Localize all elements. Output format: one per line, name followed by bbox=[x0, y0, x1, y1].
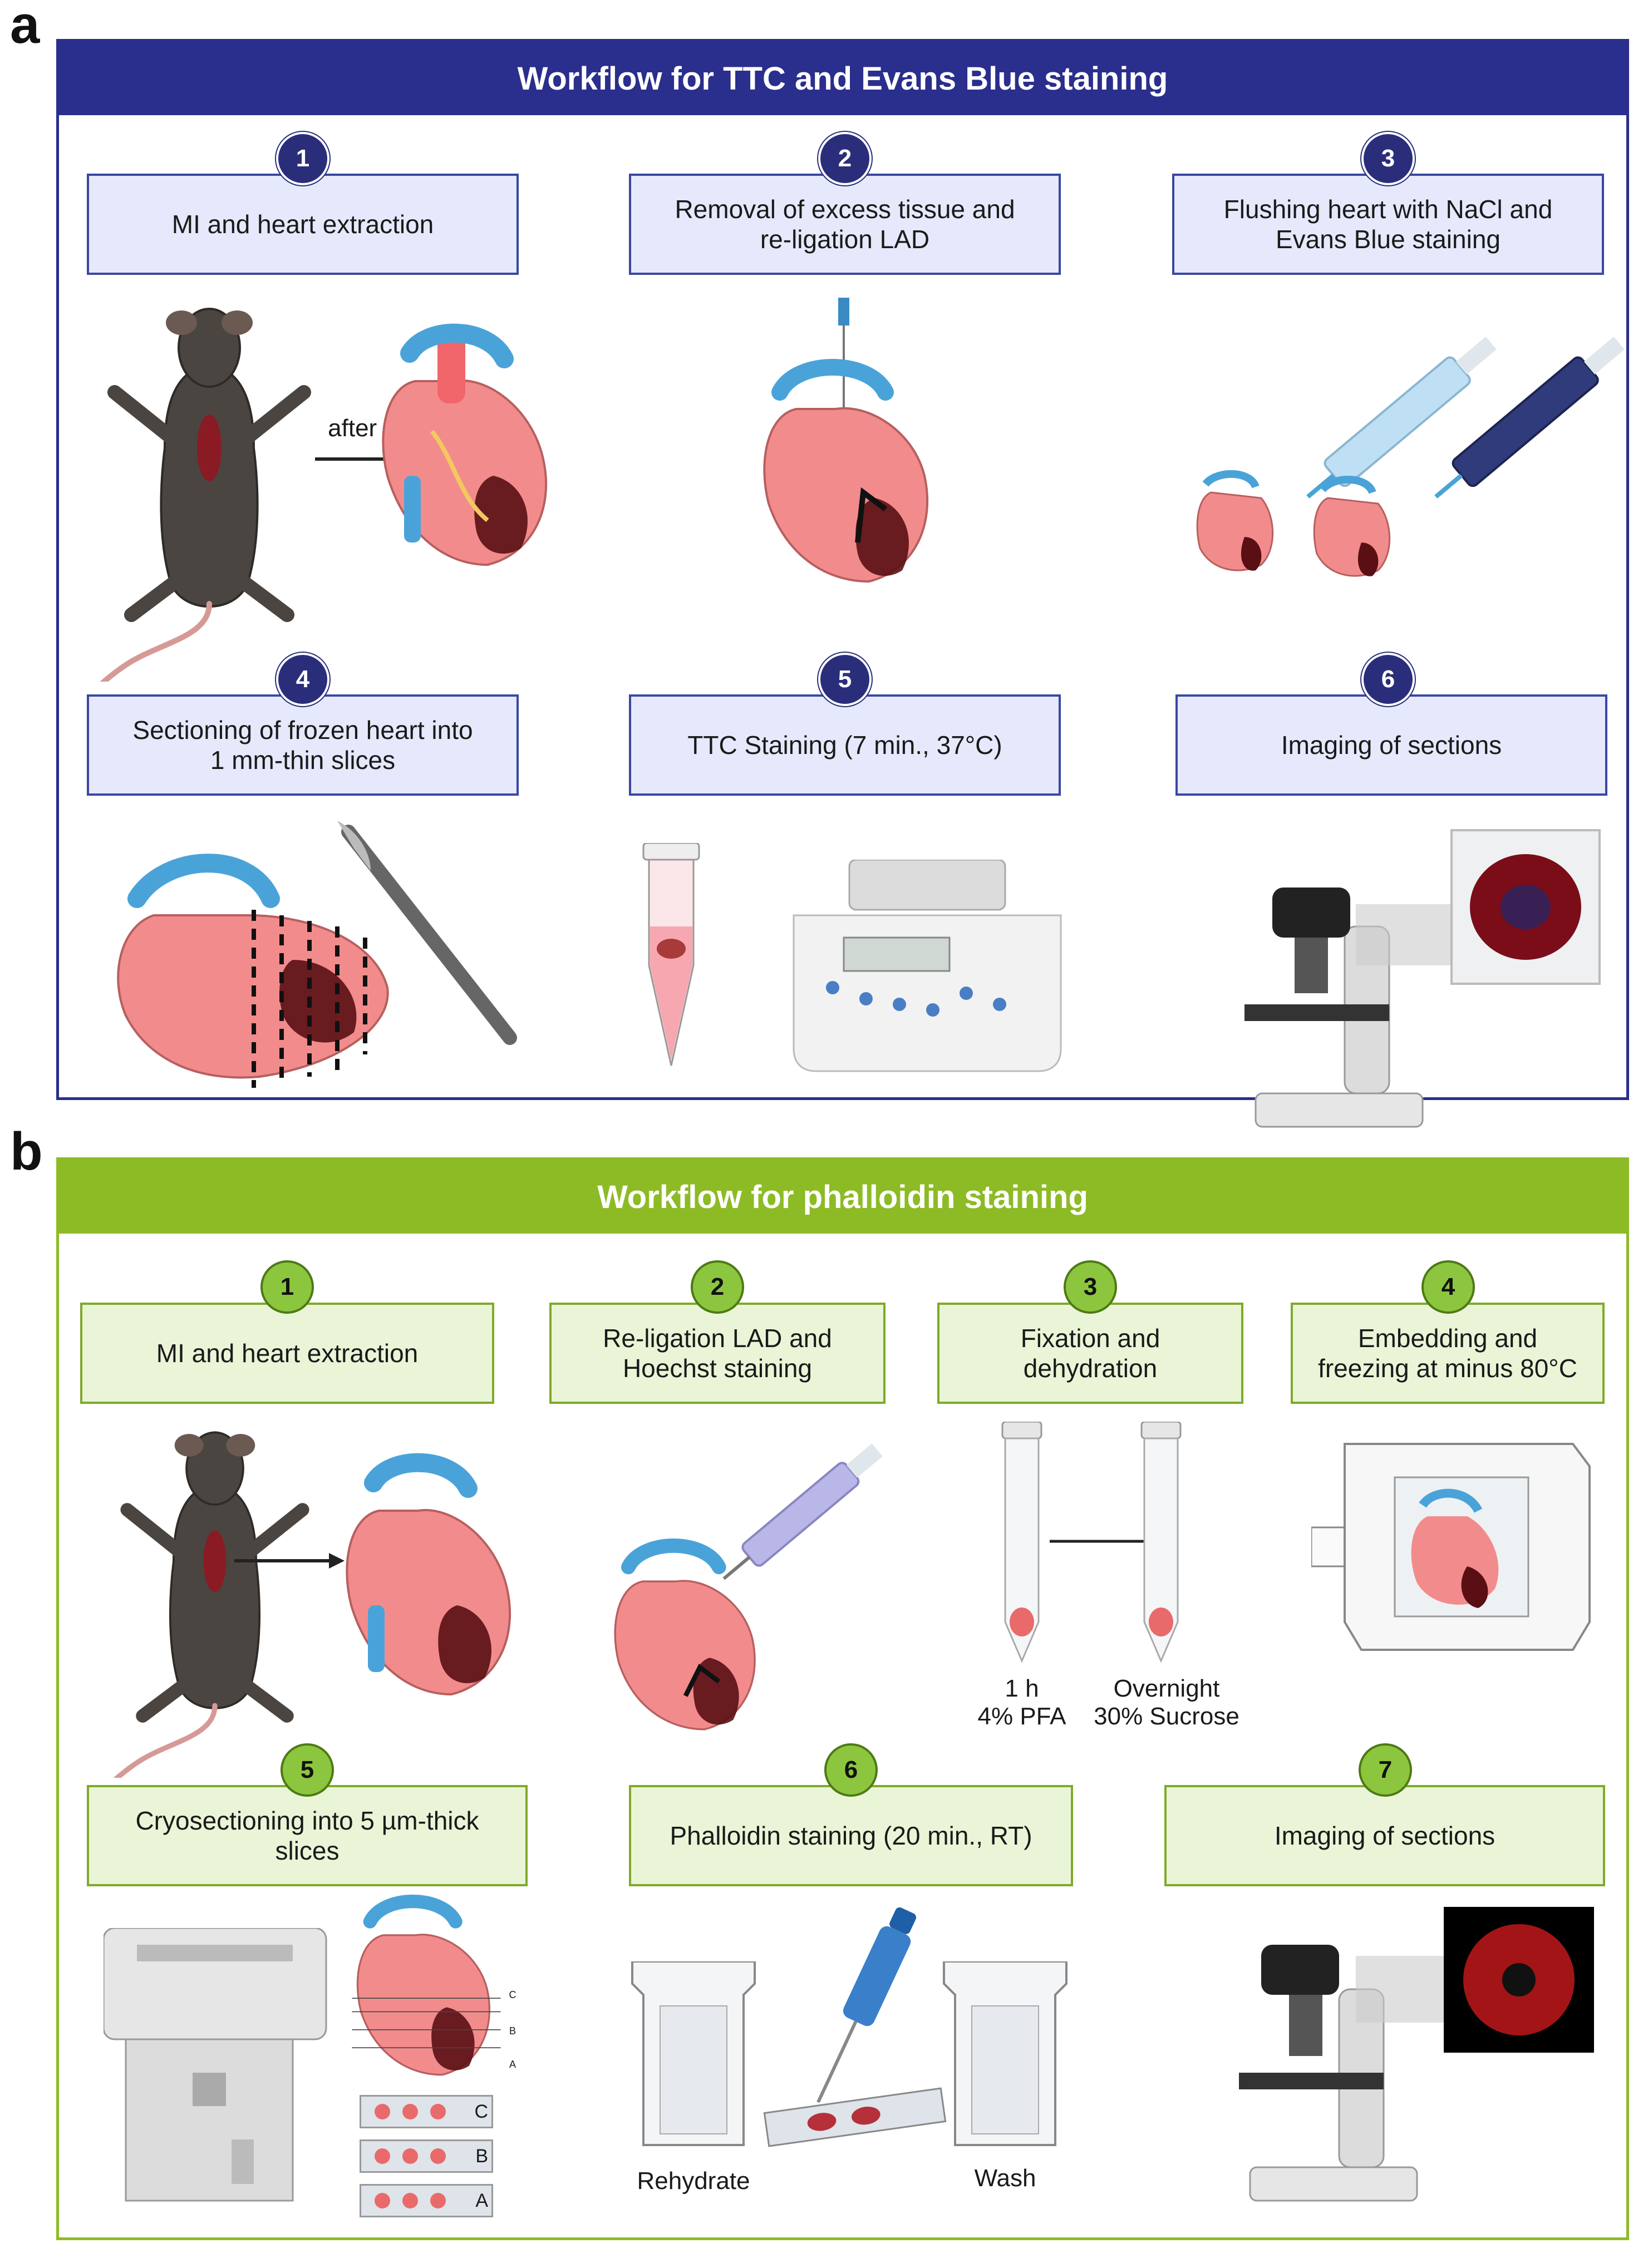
glass-slide-c: C bbox=[360, 2095, 493, 2128]
slide-label-a: A bbox=[475, 2190, 488, 2211]
heart-icon bbox=[1313, 476, 1391, 577]
heart-icon bbox=[382, 323, 548, 566]
tube-label-sucrose: Overnight 30% Sucrose bbox=[1094, 1675, 1239, 1730]
panel-b-step-3-box: Fixation and dehydration bbox=[937, 1303, 1243, 1404]
staining-jar-icon bbox=[631, 1961, 756, 2146]
heart-icon bbox=[614, 1539, 756, 1730]
panel-b-step-5-box: Cryosectioning into 5 µm-thick slices bbox=[87, 1785, 528, 1886]
panel-a-step-2-box: Removal of excess tissue and re-ligation… bbox=[629, 174, 1061, 275]
panel-a-step-1-number: 1 bbox=[276, 132, 329, 185]
panel-a-step-5-box: TTC Staining (7 min., 37°C) bbox=[629, 694, 1061, 796]
slide-label-b: B bbox=[475, 2146, 488, 2167]
heart-icon bbox=[117, 854, 389, 1088]
mouse-icon bbox=[113, 1431, 309, 1778]
microscope-icon bbox=[1244, 888, 1467, 1128]
panel-letter-b: b bbox=[10, 1122, 43, 1181]
panel-b-step-3-number: 3 bbox=[1064, 1260, 1117, 1314]
heart-icon bbox=[346, 1453, 511, 1696]
cryostat-mark-b: B bbox=[509, 2025, 516, 2037]
jar-label-wash: Wash bbox=[974, 2165, 1036, 2192]
panel-a-title: Workflow for TTC and Evans Blue staining bbox=[59, 42, 1626, 115]
panel-a-step-6-number: 6 bbox=[1361, 653, 1415, 706]
panel-a: Workflow for TTC and Evans Blue staining… bbox=[56, 39, 1629, 1128]
panel-a-step-5-number: 5 bbox=[818, 653, 872, 706]
scalpel-icon bbox=[337, 821, 517, 1045]
panel-b-step-2-number: 2 bbox=[691, 1260, 744, 1314]
panel-b-step-4-box: Embedding and freezing at minus 80°C bbox=[1291, 1303, 1605, 1404]
panel-b-step-1-number: 1 bbox=[260, 1260, 314, 1314]
panel-b-step-5-number: 5 bbox=[281, 1743, 334, 1797]
panel-b-step-6-box: Phalloidin staining (20 min., RT) bbox=[629, 1785, 1073, 1886]
panel-b-step-1-box: MI and heart extraction bbox=[80, 1303, 494, 1404]
arrow-icon bbox=[234, 1553, 345, 1569]
panel-a-step-6-box: Imaging of sections bbox=[1175, 694, 1607, 796]
slide-label-c: C bbox=[474, 2101, 488, 2122]
microscope-icon bbox=[1239, 1945, 1462, 2202]
cryostat-mark-c: C bbox=[509, 1989, 516, 2000]
panel-a-step-4-box: Sectioning of frozen heart into 1 mm-thi… bbox=[87, 694, 519, 796]
section-image bbox=[1450, 829, 1601, 985]
glass-slide-b: B bbox=[360, 2139, 493, 2173]
glass-slide-a: A bbox=[360, 2184, 493, 2217]
syringe-icon bbox=[722, 1443, 883, 1580]
syringe-icon bbox=[1434, 336, 1625, 499]
tube-icon bbox=[1001, 1422, 1042, 1663]
heart-icon bbox=[1196, 470, 1274, 571]
panel-b: Workflow for phalloidin staining MI and … bbox=[56, 1157, 1629, 2240]
panel-b-step-2-box: Re-ligation LAD and Hoechst staining bbox=[549, 1303, 886, 1404]
staining-jar-icon bbox=[943, 1961, 1067, 2146]
thermomixer-icon bbox=[793, 860, 1062, 1072]
cryostat-icon bbox=[104, 1928, 327, 2202]
fluorescence-image bbox=[1444, 1907, 1594, 2053]
syringe-icon bbox=[1306, 336, 1497, 499]
panel-b-step-4-number: 4 bbox=[1421, 1260, 1475, 1314]
panel-b-step-7-number: 7 bbox=[1359, 1743, 1412, 1797]
panel-a-step-2-number: 2 bbox=[818, 132, 872, 185]
embedding-mold-icon bbox=[1311, 1443, 1591, 1651]
cryostat-mark-a: A bbox=[509, 2059, 516, 2070]
tube-icon bbox=[642, 843, 700, 1066]
tube-label-pfa: 1 h 4% PFA bbox=[977, 1675, 1066, 1730]
pipette-icon bbox=[816, 1907, 916, 2103]
panel-a-step-1-box: MI and heart extraction bbox=[87, 174, 519, 275]
panel-a-step-4-number: 4 bbox=[276, 653, 329, 706]
mouse-icon bbox=[100, 308, 311, 682]
panel-a-step-3-box: Flushing heart with NaCl and Evans Blue … bbox=[1172, 174, 1604, 275]
glass-slide-icon bbox=[763, 2087, 947, 2147]
heart-icon bbox=[763, 359, 929, 583]
panel-a-step-3-number: 3 bbox=[1361, 132, 1415, 185]
tube-icon bbox=[1140, 1422, 1182, 1663]
heart-icon bbox=[352, 1895, 501, 2076]
panel-b-title: Workflow for phalloidin staining bbox=[59, 1160, 1626, 1234]
jar-label-rehydrate: Rehydrate bbox=[637, 2167, 750, 2195]
panel-b-step-7-box: Imaging of sections bbox=[1164, 1785, 1605, 1886]
panel-b-step-6-number: 6 bbox=[824, 1743, 878, 1797]
panel-letter-a: a bbox=[10, 0, 40, 55]
